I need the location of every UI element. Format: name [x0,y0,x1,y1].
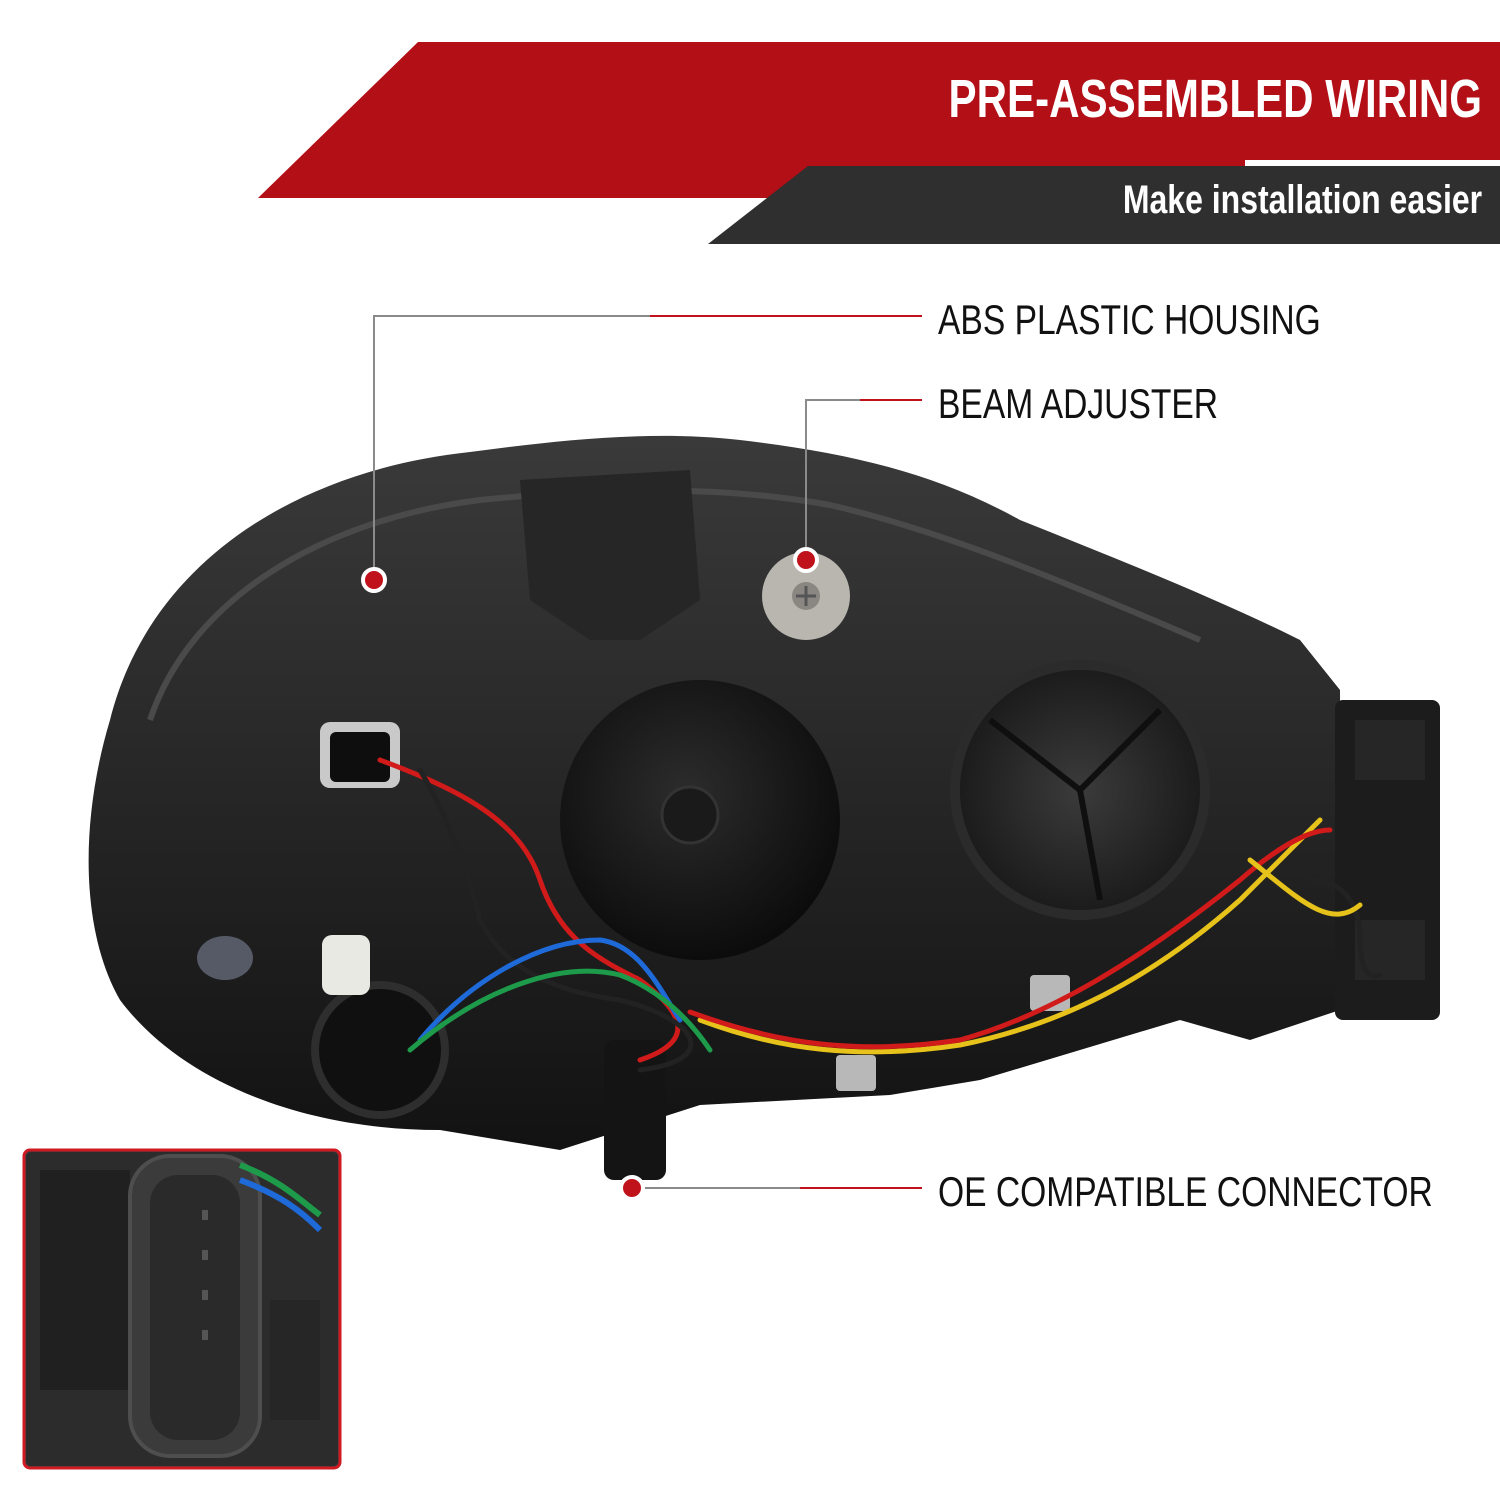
callout-dot-connector [619,1175,645,1201]
connector-closeup-inset [22,1148,342,1470]
wiring-harness [377,757,1383,1073]
callout-label-connector: OE COMPATIBLE CONNECTOR [938,1168,1433,1215]
dark-banner [708,166,1500,244]
callout-label-abs-housing: ABS PLASTIC HOUSING [938,296,1321,343]
red-banner [258,42,1500,198]
subheadline: Make installation easier [1122,178,1482,222]
callout-label-beam-adjuster: BEAM ADJUSTER [938,380,1219,427]
headlight-housing [88,435,1440,1180]
callout-dot-beam [793,547,819,573]
headline: PRE-ASSEMBLED WIRING [948,69,1482,129]
callout-leaders [373,315,922,1189]
callout-dot-housing [361,567,387,593]
